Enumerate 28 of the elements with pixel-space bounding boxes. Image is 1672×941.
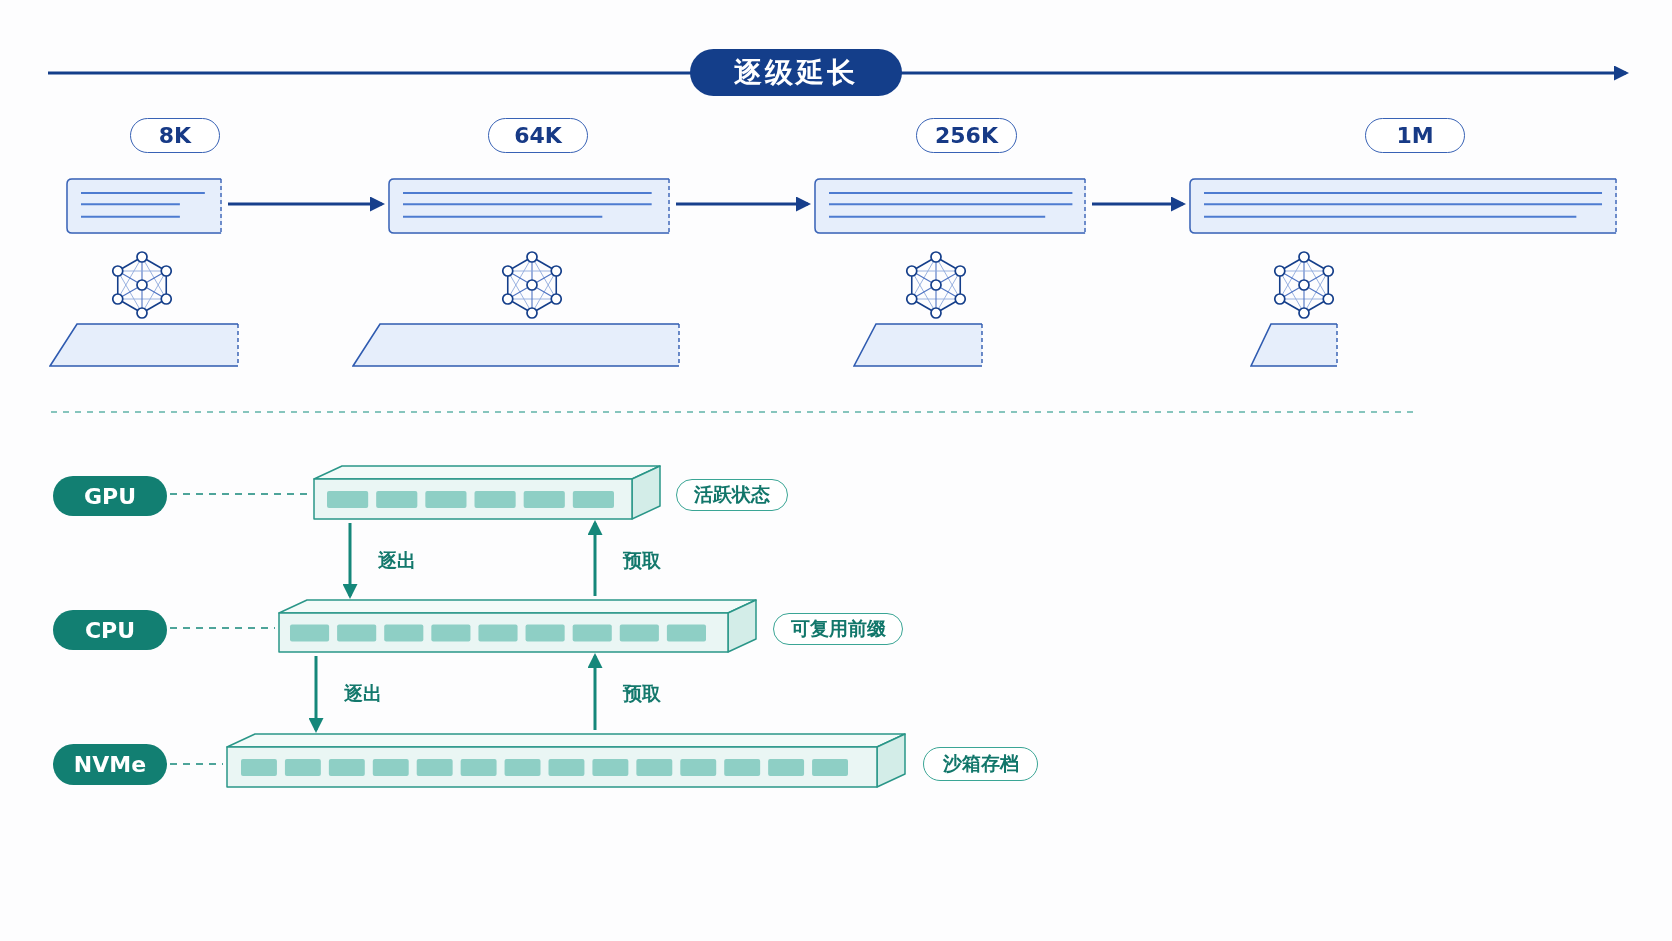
size-pill: 1M — [1365, 118, 1465, 153]
tier-pill: GPU — [53, 476, 167, 516]
arrow — [228, 196, 385, 212]
tier-pill: NVMe — [53, 744, 167, 785]
document-box — [66, 178, 222, 234]
dashed-line — [169, 763, 224, 765]
tier-pill: CPU — [53, 610, 167, 650]
arrow — [308, 656, 324, 733]
arrow — [587, 520, 603, 596]
dashed-line — [169, 627, 276, 629]
arrow — [676, 196, 811, 212]
heading-pill: 逐级延长 — [690, 49, 902, 96]
edge-label: 预取 — [621, 681, 663, 705]
tag-pill: 可复用前缀 — [773, 613, 903, 645]
memory-slab — [313, 465, 661, 520]
size-pill: 8K — [130, 118, 220, 153]
document-box — [814, 178, 1086, 234]
arrow — [1092, 196, 1186, 212]
arrow — [587, 653, 603, 730]
document-box — [388, 178, 670, 234]
size-pill: 256K — [916, 118, 1017, 153]
document-box — [1189, 178, 1617, 234]
tag-pill: 活跃状态 — [676, 479, 788, 511]
memory-slab — [226, 733, 906, 788]
memory-slab — [278, 599, 757, 653]
arrow — [342, 523, 358, 599]
tag-pill: 沙箱存档 — [923, 747, 1038, 781]
size-pill: 64K — [488, 118, 588, 153]
